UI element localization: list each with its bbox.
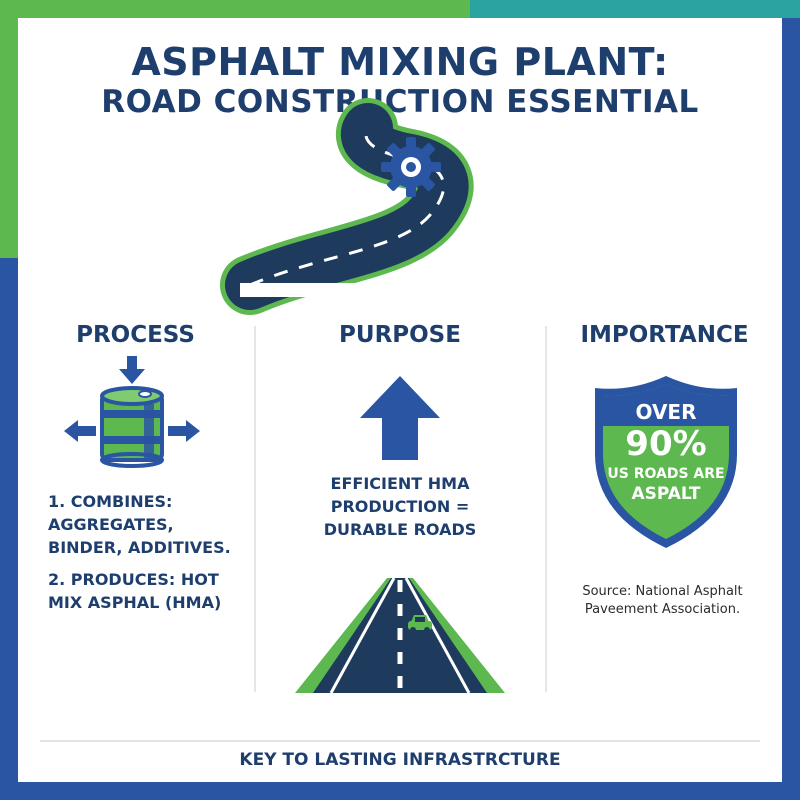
footer-divider <box>40 740 760 742</box>
left-blue-bar <box>0 258 18 800</box>
process-step-1: 1. COMBINES: AGGREGATES, BINDER, ADDITIV… <box>48 492 231 557</box>
divider-left <box>254 326 256 692</box>
purpose-text-line-3: DURABLE ROADS <box>323 520 477 539</box>
drum-icon <box>100 386 164 468</box>
arrow-down-icon <box>119 356 145 384</box>
process-step-2: 2. PRODUCES: HOT MIX ASPHAL (HMA) <box>48 570 222 612</box>
shield-line-2: ASPALT <box>631 484 701 504</box>
shield-line-1: US ROADS ARE <box>607 466 725 482</box>
shield-icon <box>595 376 737 548</box>
left-green-bar <box>0 18 18 258</box>
source-line-1: Source: National Asphalt <box>582 584 743 599</box>
gear-icon <box>381 137 441 197</box>
purpose-heading: PURPOSE <box>339 322 461 348</box>
top-teal-bar <box>470 0 800 18</box>
importance-heading: IMPORTANCE <box>580 322 749 348</box>
bottom-blue-bar <box>0 782 800 800</box>
shield-over: OVER <box>635 400 697 424</box>
car-icon <box>408 615 432 633</box>
right-blue-bar <box>782 18 800 800</box>
straight-road-icon <box>295 577 505 694</box>
top-green-bar <box>0 0 470 18</box>
source-line-2: Paveement Association. <box>584 602 741 617</box>
shield-percent: 90% <box>625 424 707 464</box>
title-line-1: ASPHALT MIXING PLANT: <box>131 40 669 84</box>
process-heading: PROCESS <box>76 322 195 348</box>
divider-right <box>545 326 547 692</box>
purpose-text-line-1: EFFICIENT HMA <box>330 474 470 493</box>
arrow-up-icon <box>360 376 440 460</box>
arrow-right-icon <box>168 420 200 442</box>
purpose-text: EFFICIENT HMA PRODUCTION = DURABLE ROADS <box>290 472 510 541</box>
source-note: Source: National Asphalt Paveement Assoc… <box>570 583 755 619</box>
title-line-2: ROAD CONSTRUCTION ESSENTIAL <box>101 84 699 120</box>
arrow-left-icon <box>64 420 96 442</box>
footer-text: KEY TO LASTING INFRASTRCTURE <box>239 750 561 770</box>
purpose-text-line-2: PRODUCTION = <box>330 497 470 516</box>
